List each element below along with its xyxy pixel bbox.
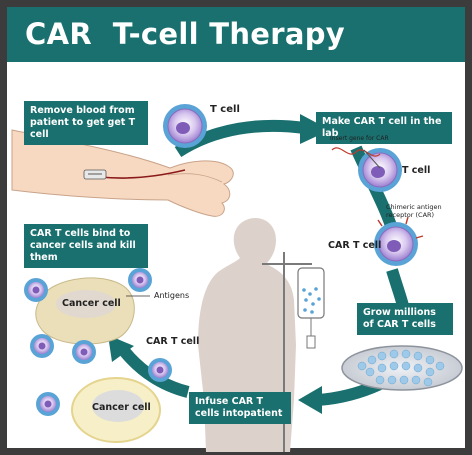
dna-strand: [331, 147, 381, 157]
cancer-cell-1: [35, 277, 135, 345]
label-car-t-cell-right: CAR T cell: [328, 240, 382, 251]
t-cell-top: [163, 104, 207, 148]
step-bind: CAR T cells bind to cancer cells and kil…: [24, 224, 148, 268]
step-infuse: Infuse CAR T cells intopatient: [189, 392, 291, 424]
t-cell-lab: [358, 148, 402, 192]
step-make-car: Make CAR T cell in the lab: [316, 112, 452, 144]
title-bar: CAR T-cell Therapy: [7, 7, 465, 62]
label-t-cell-lab: T cell: [402, 165, 431, 176]
label-antigens: Antigens: [154, 291, 190, 300]
page-title: CAR T-cell Therapy: [25, 17, 345, 51]
step-remove-blood: Remove blood from patient to get get T c…: [24, 101, 148, 145]
label-insert-gene: Insert gene for CAR: [330, 135, 389, 142]
car-t-cell-small: [24, 268, 172, 416]
label-car-t-cell-left: CAR T cell: [146, 336, 200, 347]
label-t-cell-top: T cell: [210, 104, 240, 115]
label-cancer-cell-2: Cancer cell: [92, 402, 151, 413]
label-cancer-cell-1: Cancer cell: [62, 298, 121, 309]
step-grow: Grow millions of CAR T cells: [357, 303, 453, 335]
cancer-cell-2: [71, 377, 161, 443]
patient-arm: [11, 129, 234, 217]
label-chimeric: Chimeric antigen receptor (CAR): [386, 203, 442, 219]
petri-dish: [341, 345, 463, 391]
blood-tube: [99, 169, 186, 179]
car-t-cell-right: [374, 216, 424, 266]
needle-icon: [83, 169, 107, 180]
